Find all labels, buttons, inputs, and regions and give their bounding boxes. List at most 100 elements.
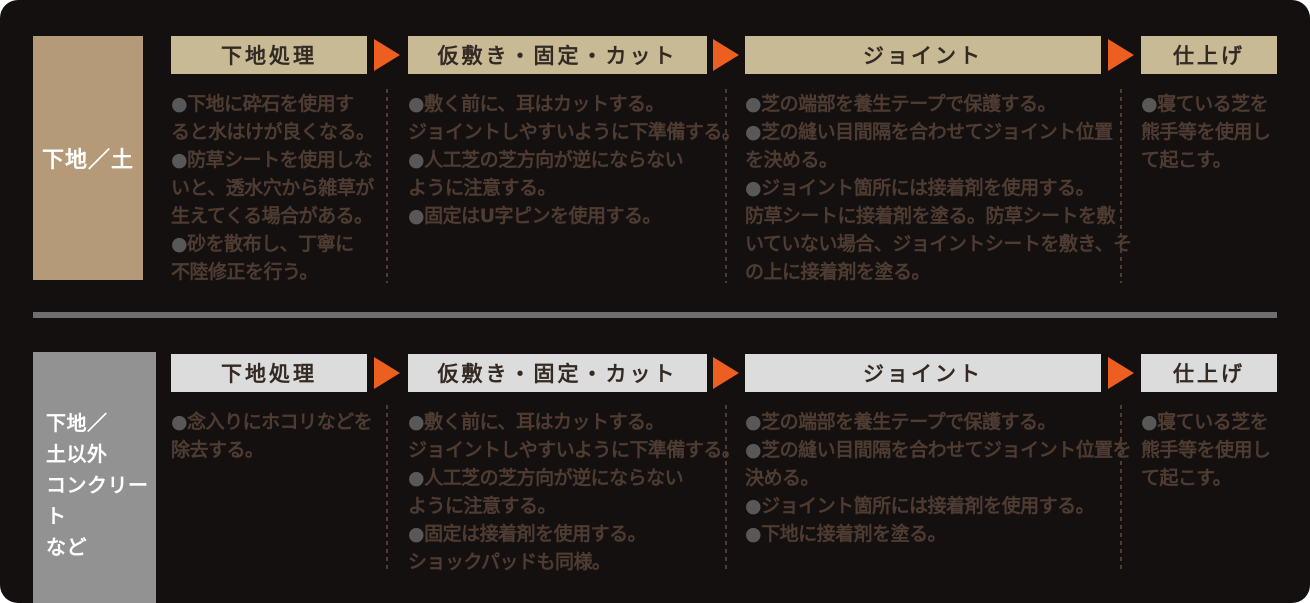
note-line: ●下地に接着剤を塗る。 <box>745 520 1111 548</box>
bullet-icon: ● <box>408 411 425 433</box>
step-notes-soil-3: ●芝の端部を養生テープで保護する。●芝の縫い目間隔を合わせてジョイント位置を決め… <box>745 90 1132 286</box>
note-line: ●下地に砕石を使用す <box>171 90 377 118</box>
bullet-icon: ● <box>408 523 425 545</box>
note-line: ように注意する。 <box>408 492 717 520</box>
step-notes-soil-1: ●下地に砕石を使用すると水はけが良くなる。●防草シートを使用しないと、透水穴から… <box>171 90 377 286</box>
note-line: ●ジョイント箇所には接着剤を使用する。 <box>745 492 1111 520</box>
step-header-label: 仮敷き・固定・カット <box>437 44 678 68</box>
step-header-soil-1: 下地処理 <box>171 36 367 74</box>
note-line: 熊手等を使用し <box>1141 118 1287 146</box>
note-line: ●芝の端部を養生テープで保護する。 <box>745 90 1111 118</box>
note-text: ジョイントしやすいように下準備する。 <box>408 121 741 143</box>
note-text: 芝の端部を養生テープで保護する。 <box>761 93 1056 115</box>
column-separator <box>1120 89 1122 283</box>
note-line: ●人工芝の芝方向が逆にならない <box>408 464 717 492</box>
step-header-label: ジョイント <box>863 44 983 68</box>
note-line: ると水はけが良くなる。 <box>171 118 377 146</box>
note-text: 念入りにホコリなどを <box>187 411 373 433</box>
note-line: ●寝ている芝を <box>1141 408 1287 436</box>
row-label-line: 下地／土 <box>41 148 134 173</box>
note-text: 防草シートに接着剤を塗る。防草シートを敷 <box>745 205 1116 227</box>
bullet-icon: ● <box>1141 411 1158 433</box>
note-text: ジョイント箇所には接着剤を使用する。 <box>761 495 1095 517</box>
column-separator <box>386 405 388 570</box>
note-text: 下地に砕石を使用す <box>187 93 354 115</box>
note-text: 芝の縫い目間隔を合わせてジョイント位置を <box>761 439 1132 461</box>
arrow-right-icon <box>374 39 400 71</box>
row-label-line: 下地／ <box>46 411 108 435</box>
row-label-soil: 下地／土 <box>33 36 143 280</box>
note-line: の上に接着剤を塗る。 <box>745 258 1111 286</box>
bullet-icon: ● <box>745 411 762 433</box>
step-header-label: 下地処理 <box>221 44 317 68</box>
step-notes-soil-4: ●寝ている芝を熊手等を使用して起こす。 <box>1141 90 1287 174</box>
bullet-icon: ● <box>745 121 762 143</box>
arrow-right-icon <box>713 357 739 389</box>
step-header-label: 仕上げ <box>1173 362 1245 386</box>
note-text: 人工芝の芝方向が逆にならない <box>424 149 684 171</box>
step-header-label: 仕上げ <box>1173 44 1245 68</box>
arrow-right-icon <box>1108 39 1134 71</box>
note-text: 防草シートを使用しな <box>187 149 373 171</box>
row-divider <box>33 312 1277 318</box>
note-line: ●念入りにホコリなどを <box>171 408 377 436</box>
bullet-icon: ● <box>171 93 188 115</box>
note-line: ●防草シートを使用しな <box>171 146 377 174</box>
note-line: 不陸修正を行う。 <box>171 258 377 286</box>
note-text: 熊手等を使用し <box>1141 439 1271 461</box>
note-line: ジョイントしやすいように下準備する。 <box>408 118 741 146</box>
note-line: ように注意する。 <box>408 174 717 202</box>
note-line: ●固定は接着剤を使用する。 <box>408 520 717 548</box>
column-separator <box>725 89 727 283</box>
note-line: ●ジョイント箇所には接着剤を使用する。 <box>745 174 1111 202</box>
step-notes-soil-2: ●敷く前に、耳はカットする。ジョイントしやすいように下準備する。●人工芝の芝方向… <box>408 90 741 230</box>
note-text: ように注意する。 <box>408 177 557 199</box>
note-text: ると水はけが良くなる。 <box>171 121 375 143</box>
note-text: 固定はU字ピンを使用する。 <box>424 205 662 227</box>
note-line: ●砂を散布し、丁寧に <box>171 230 377 258</box>
note-line: ショックパッドも同様。 <box>408 548 717 576</box>
note-line: 決める。 <box>745 464 1111 492</box>
step-header-non-soil-4: 仕上げ <box>1141 354 1277 392</box>
note-line: 防草シートに接着剤を塗る。防草シートを敷 <box>745 202 1116 230</box>
note-line: ●寝ている芝を <box>1141 90 1287 118</box>
column-separator <box>1120 405 1122 570</box>
note-text: 寝ている芝を <box>1157 93 1269 115</box>
bullet-icon: ● <box>1141 93 1158 115</box>
note-text: 熊手等を使用し <box>1141 121 1271 143</box>
bullet-icon: ● <box>408 467 425 489</box>
note-text: 人工芝の芝方向が逆にならない <box>424 467 684 489</box>
bullet-icon: ● <box>171 149 188 171</box>
note-line: 除去する。 <box>171 436 377 464</box>
note-line: ●敷く前に、耳はカットする。 <box>408 90 717 118</box>
step-header-non-soil-1: 下地処理 <box>171 354 367 392</box>
step-notes-non-soil-2: ●敷く前に、耳はカットする。ジョイントしやすいように下準備する。●人工芝の芝方向… <box>408 408 741 576</box>
bullet-icon: ● <box>745 523 762 545</box>
note-text: 芝の端部を養生テープで保護する。 <box>761 411 1056 433</box>
note-line: ●敷く前に、耳はカットする。 <box>408 408 717 436</box>
bullet-icon: ● <box>745 439 762 461</box>
step-header-non-soil-2: 仮敷き・固定・カット <box>408 354 707 392</box>
note-text: いていない場合、ジョイントシートを敷き、そ <box>745 233 1132 255</box>
step-header-label: ジョイント <box>863 362 983 386</box>
note-text: 芝の縫い目間隔を合わせてジョイント位置 <box>761 121 1113 143</box>
note-text: 敷く前に、耳はカットする。 <box>424 411 665 433</box>
row-label-line: など <box>46 535 87 559</box>
note-text: ように注意する。 <box>408 495 557 517</box>
note-line: ●芝の端部を養生テープで保護する。 <box>745 408 1111 436</box>
column-separator <box>386 89 388 283</box>
bullet-icon: ● <box>408 205 425 227</box>
note-text: ショックパッドも同様。 <box>408 551 611 573</box>
bullet-icon: ● <box>745 93 762 115</box>
arrow-right-icon <box>713 39 739 71</box>
row-label-non-soil: 下地／ 土以外コンクリートなど <box>33 352 156 603</box>
note-text: 寝ている芝を <box>1157 411 1269 433</box>
row-label-line: コンクリート <box>46 473 149 528</box>
note-text: 除去する。 <box>171 439 264 461</box>
note-line: 生えてくる場合がある。 <box>171 202 377 230</box>
note-line: ●人工芝の芝方向が逆にならない <box>408 146 717 174</box>
row-label-line: 土以外 <box>46 442 108 466</box>
note-text: て起こす。 <box>1141 149 1232 171</box>
note-text: ジョイント箇所には接着剤を使用する。 <box>761 177 1095 199</box>
